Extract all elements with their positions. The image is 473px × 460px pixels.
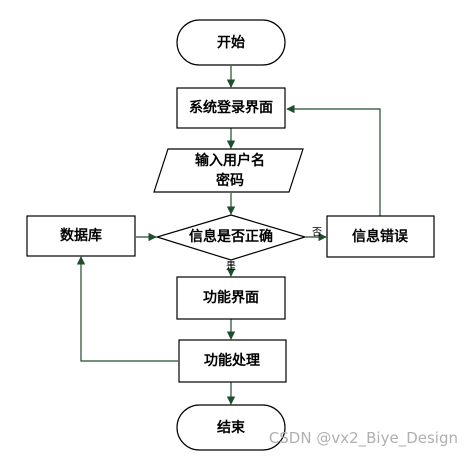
check-label: 信息是否正确 — [189, 228, 273, 245]
input-label-line2: 密码 — [215, 172, 244, 189]
edge-error-to-login — [286, 104, 381, 216]
end-label: 结束 — [217, 419, 246, 436]
database-label: 数据库 — [60, 227, 102, 244]
error-node: 信息错误 — [326, 215, 435, 258]
login-label: 系统登录界面 — [189, 99, 273, 116]
edge-label-yes: 是 — [226, 261, 236, 273]
input-label-line1: 输入用户名 — [195, 152, 265, 169]
start-node: 开始 — [176, 19, 286, 66]
start-label: 开始 — [217, 34, 245, 51]
database-node: 数据库 — [26, 215, 136, 257]
error-label: 信息错误 — [352, 228, 409, 245]
function-ui-node: 功能界面 — [176, 276, 286, 320]
edges — [76, 66, 381, 405]
watermark: CSDN @vx2_Biye_Design — [269, 429, 458, 448]
end-node: 结束 — [176, 404, 286, 451]
login-node: 系统登录界面 — [176, 87, 286, 129]
edge-label-no: 否 — [312, 227, 322, 239]
function-proc-label: 功能处理 — [204, 352, 260, 369]
function-ui-label: 功能界面 — [203, 289, 259, 306]
check-node: 信息是否正确 — [154, 214, 308, 261]
input-node: 输入用户名 密码 — [153, 148, 304, 193]
edge-proc-to-database — [76, 256, 178, 362]
function-proc-node: 功能处理 — [178, 339, 287, 383]
